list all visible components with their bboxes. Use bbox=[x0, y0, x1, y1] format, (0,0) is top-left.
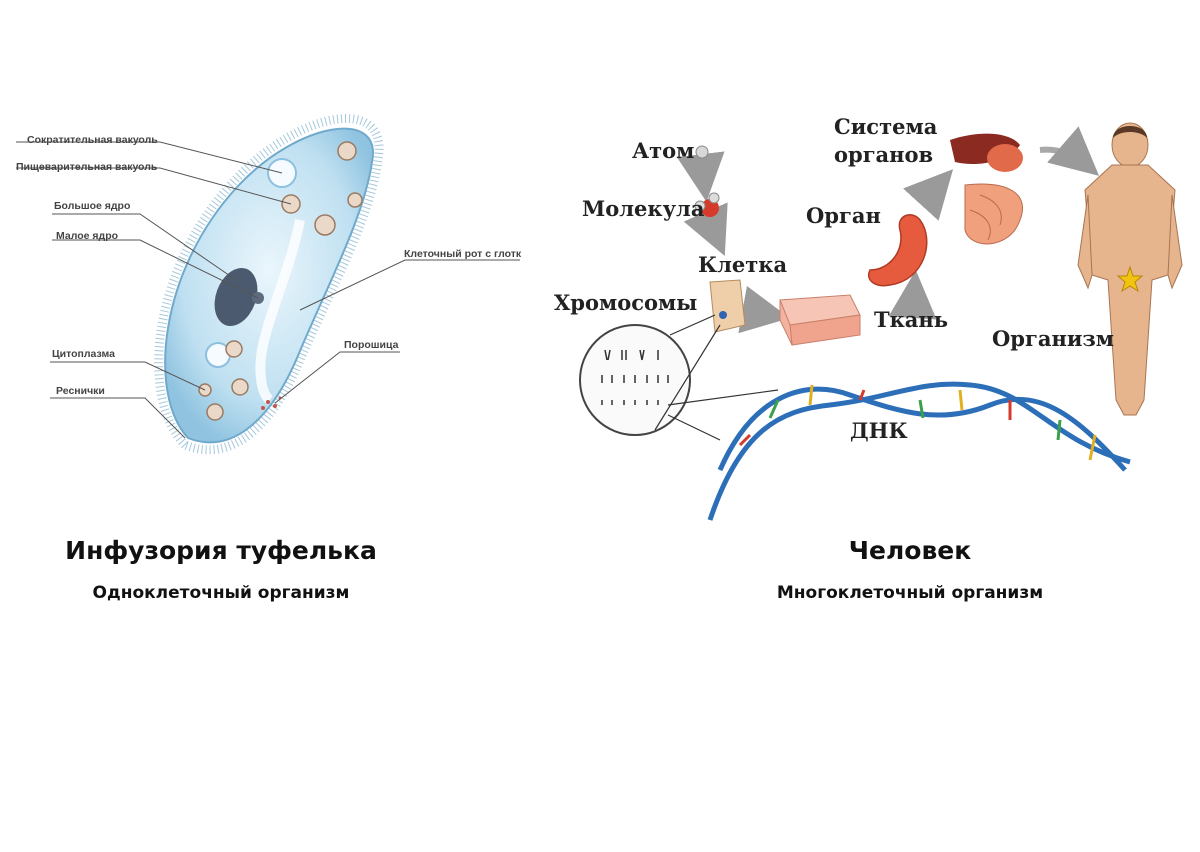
label-digestive-vacuole: Пищеварительная вакуоль bbox=[16, 161, 158, 173]
label-molecule: Молекула bbox=[582, 196, 705, 221]
tissue-block bbox=[779, 294, 861, 346]
label-cell-mouth: Клеточный рот с глотк bbox=[404, 248, 522, 260]
label-cytoplasm: Цитоплазма bbox=[52, 348, 115, 360]
levels-illustration bbox=[579, 122, 1183, 521]
label-organ: Орган bbox=[806, 203, 881, 228]
star-icon bbox=[1116, 265, 1144, 293]
atom-ball bbox=[695, 145, 709, 159]
human-figure bbox=[1077, 122, 1183, 416]
right-subtitle: Многоклеточный организм bbox=[776, 583, 1044, 603]
label-atom: Атом bbox=[632, 138, 695, 163]
label-cell: Клетка bbox=[698, 252, 788, 277]
label-organ-system-1: Система bbox=[834, 114, 938, 139]
oral-groove bbox=[255, 219, 305, 405]
chromosomes bbox=[601, 349, 669, 405]
label-macronucleus: Большое ядро bbox=[54, 200, 131, 212]
paramecium-diagram: Сократительная вакуоль Пищеварительная в… bbox=[0, 100, 540, 470]
left-subtitle: Одноклеточный организм bbox=[92, 583, 350, 603]
paramecium-illustration bbox=[16, 114, 520, 455]
label-cilia: Реснички bbox=[56, 385, 105, 397]
label-tissue: Ткань bbox=[874, 307, 949, 332]
hair bbox=[1113, 126, 1147, 138]
label-organ-system-2: органов bbox=[834, 142, 934, 167]
left-title: Инфузория туфелька bbox=[65, 536, 377, 565]
molecule-balls bbox=[694, 192, 720, 217]
label-pore: Порошица bbox=[344, 339, 399, 351]
label-dna: ДНК bbox=[850, 418, 908, 443]
label-micronucleus: Малое ядро bbox=[56, 230, 119, 242]
cell-block bbox=[709, 279, 746, 333]
right-title: Человек bbox=[848, 536, 972, 565]
cytoproct bbox=[261, 396, 282, 410]
label-organism: Организм bbox=[992, 326, 1115, 351]
dna-helix bbox=[707, 381, 1131, 521]
label-contractile-vacuole: Сократительная вакуоль bbox=[27, 134, 158, 146]
organization-levels-diagram: Атом Молекула Клетка Хромосомы Ткань Орг… bbox=[540, 100, 1200, 530]
label-chromosomes: Хромосомы bbox=[554, 290, 698, 315]
macronucleus bbox=[214, 267, 258, 327]
organ-system bbox=[950, 133, 1023, 245]
stomach bbox=[868, 214, 928, 287]
